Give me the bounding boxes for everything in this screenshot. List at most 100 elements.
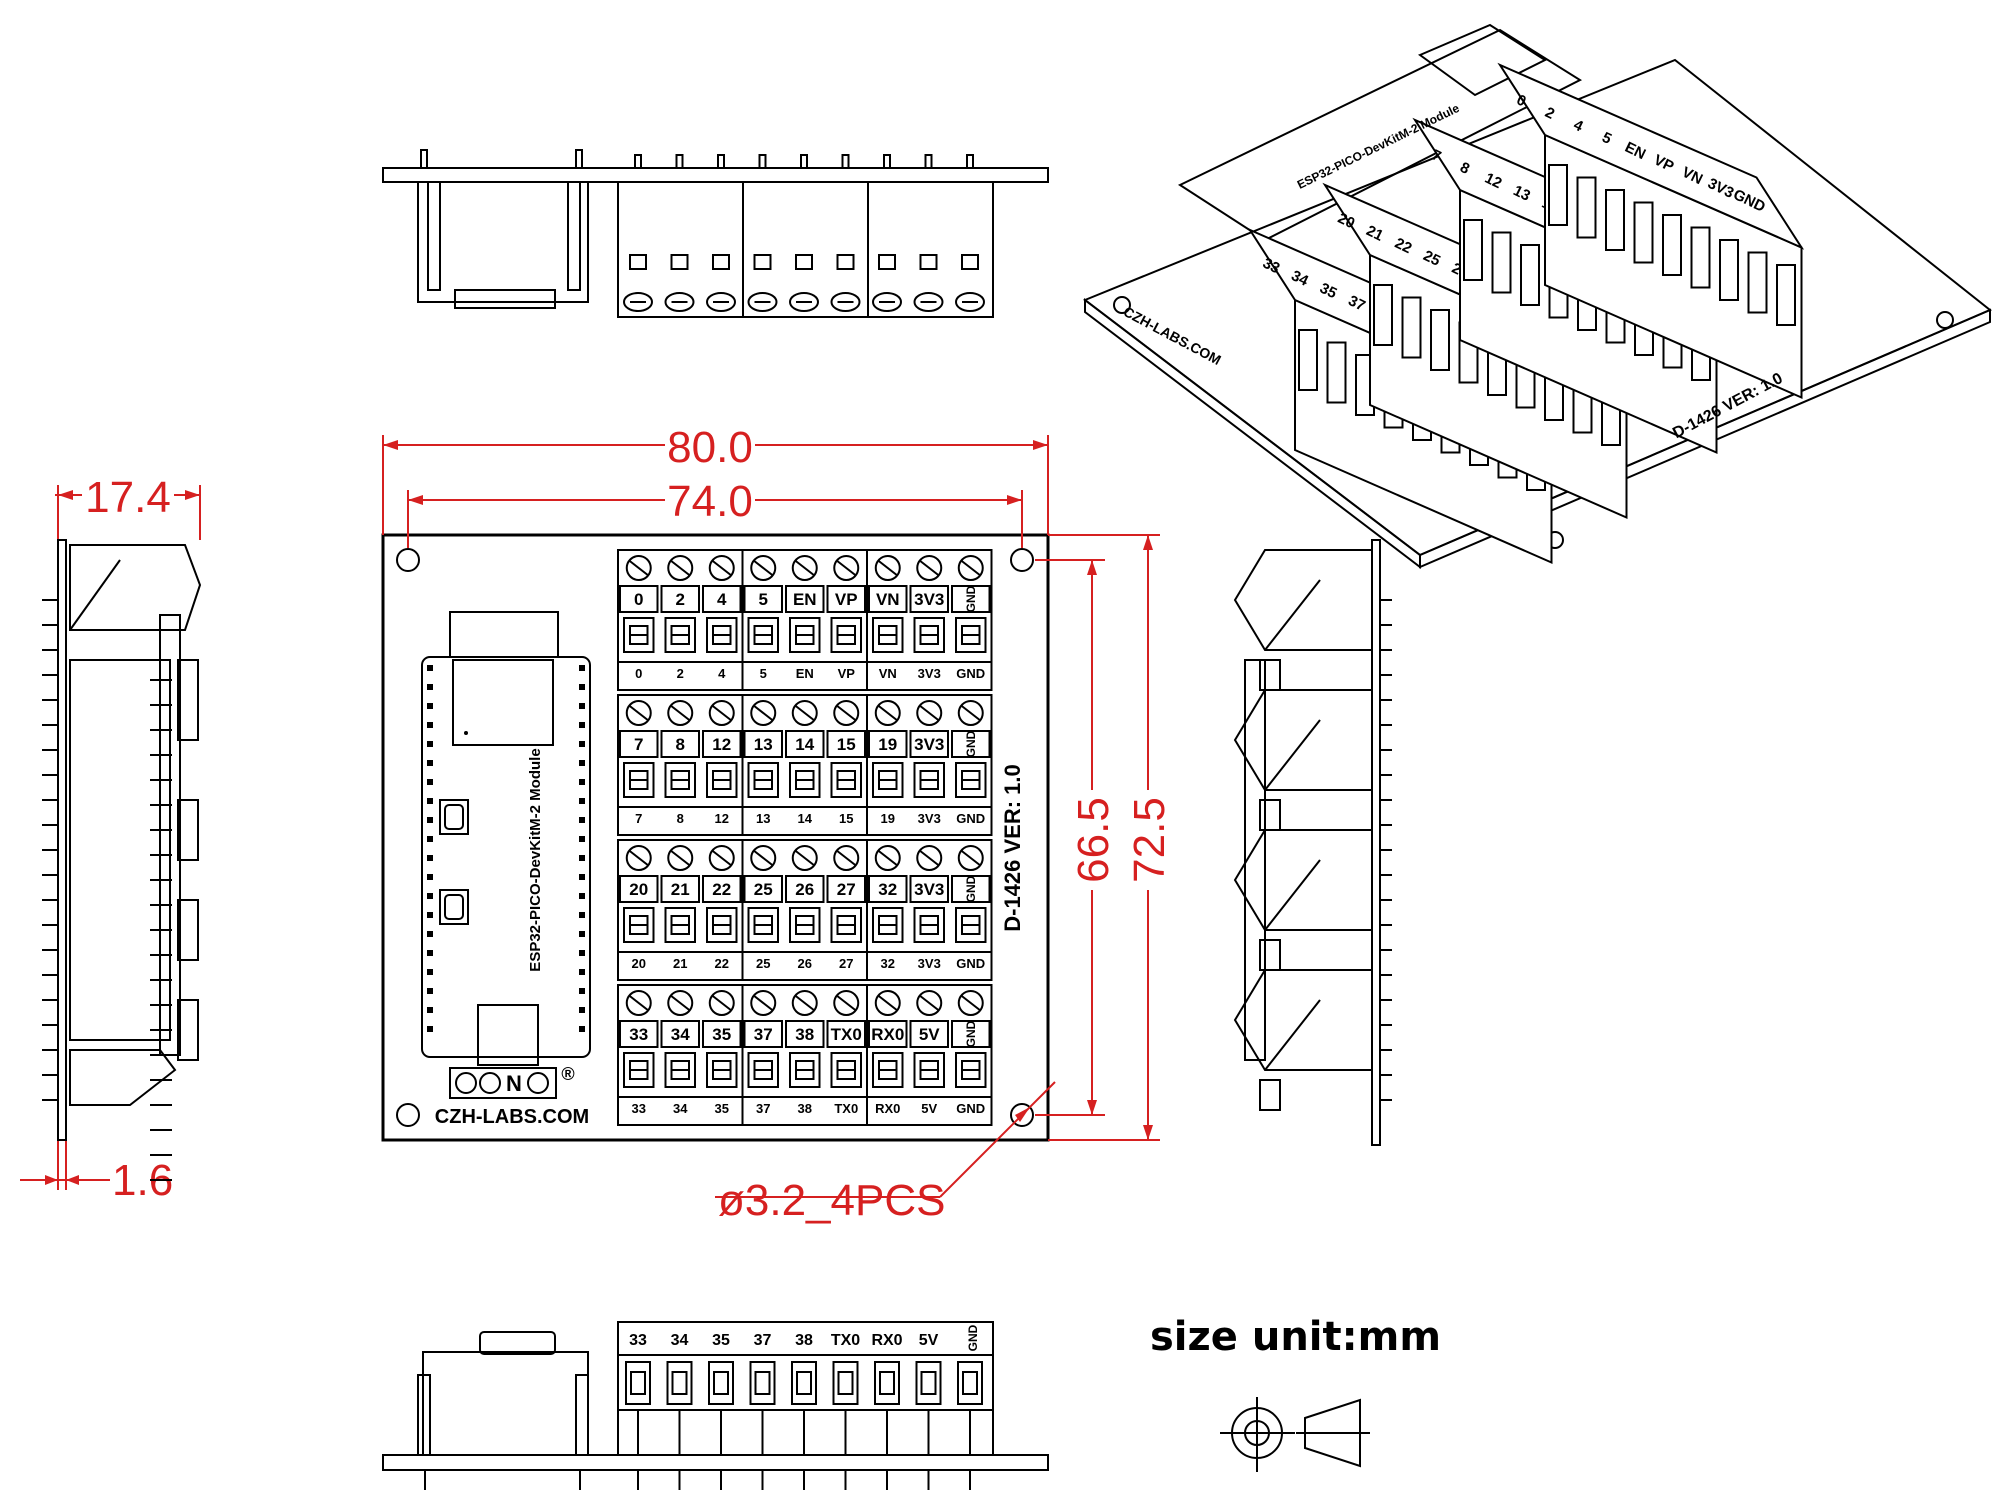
terminal-label-small: RX0 <box>875 1101 900 1116</box>
dim-width: 80.0 <box>667 423 753 472</box>
screw-terminal <box>916 700 943 726</box>
terminal-label: 35 <box>712 1025 731 1044</box>
screw-terminal <box>874 990 901 1016</box>
dim-hole-x: 74.0 <box>667 477 753 526</box>
terminal-label-small: 22 <box>715 956 729 971</box>
screw-terminal <box>874 555 901 581</box>
terminal-label: RX0 <box>871 1332 902 1349</box>
terminal-label: 14 <box>795 735 814 754</box>
dim-holes: ø3.2_4PCS <box>718 1176 945 1225</box>
terminal-label: 3V3 <box>914 880 944 899</box>
right-side-view <box>1233 539 1392 1146</box>
terminal-label-small: 3V3 <box>918 956 941 971</box>
terminal-label-small: 3V3 <box>918 811 941 826</box>
version-label: D-1426 VER: 1.0 <box>1000 764 1025 932</box>
terminal-label: 19 <box>878 735 897 754</box>
screw-terminal <box>708 845 735 871</box>
terminal-label-small: 20 <box>632 956 646 971</box>
screw-terminal <box>916 990 943 1016</box>
terminal-label: GND <box>964 730 978 757</box>
terminal-label: 4 <box>717 590 727 609</box>
screw-terminal <box>667 990 694 1016</box>
terminal-label: EN <box>793 590 817 609</box>
iso-terminal-label: 35 <box>1317 280 1339 303</box>
screw-terminal <box>625 990 652 1016</box>
terminal-label-small: 7 <box>635 811 642 826</box>
iso-terminal-label: 25 <box>1420 247 1442 270</box>
terminal-label: GND <box>964 1020 978 1047</box>
terminal-label: 0 <box>634 590 643 609</box>
terminal-label: RX0 <box>871 1025 904 1044</box>
iso-terminal-label: 37 <box>1345 292 1367 315</box>
terminal-label: 32 <box>878 880 897 899</box>
dimensions: 80.0 74.0 66.5 72.5 ø3.2_4PCS <box>20 423 1174 1225</box>
isometric-view: 3334353738TX0RX05VGND202122252627323V3GN… <box>1082 23 1992 570</box>
screw-terminal <box>708 990 735 1016</box>
projection-symbol <box>1220 1397 1370 1472</box>
iso-terminal-label: 13 <box>1510 182 1532 205</box>
mounting-hole-bl <box>396 1103 420 1127</box>
terminal-label: 27 <box>837 880 856 899</box>
terminal-label: 34 <box>671 1332 689 1349</box>
terminal-label: 33 <box>629 1025 648 1044</box>
terminal-label: 3V3 <box>914 735 944 754</box>
screw-terminal <box>667 845 694 871</box>
screw-terminal <box>833 555 860 581</box>
screw-terminal <box>750 555 777 581</box>
screw-terminal <box>957 845 984 871</box>
mounting-hole-br <box>1010 1103 1034 1127</box>
terminal-label-small: GND <box>956 1101 985 1116</box>
terminal-label: 13 <box>754 735 773 754</box>
terminal-label: GND <box>964 875 978 902</box>
screw-terminal <box>708 700 735 726</box>
boot-button <box>444 804 464 830</box>
terminal-grid: 00224455ENENVPVPVNVN3V33V3GNDGND77881212… <box>617 549 993 1126</box>
screw-terminal <box>791 700 818 726</box>
terminal-label-small: 37 <box>756 1101 770 1116</box>
terminal-label: 38 <box>795 1025 814 1044</box>
screw-terminal <box>957 555 984 581</box>
terminal-label: 33 <box>629 1332 647 1349</box>
screw-terminal <box>625 700 652 726</box>
terminal-label-small: 15 <box>839 811 853 826</box>
terminal-label-small: 34 <box>673 1101 688 1116</box>
terminal-label: GND <box>966 1324 980 1351</box>
dim-height: 17.4 <box>85 473 171 522</box>
logo: N ® <box>449 1064 575 1099</box>
screw-terminal <box>874 845 901 871</box>
terminal-label: 20 <box>629 880 648 899</box>
terminal-label-small: EN <box>796 666 814 681</box>
svg-text:N: N <box>506 1071 522 1096</box>
brand-label: CZH-LABS.COM <box>435 1106 589 1128</box>
screw-terminal <box>708 555 735 581</box>
iso-terminal-label: 34 <box>1288 267 1311 290</box>
terminal-label-small: GND <box>956 956 985 971</box>
terminal-label-small: 25 <box>756 956 770 971</box>
iso-terminal-label: 22 <box>1392 235 1414 258</box>
unit-note: size unit:mm <box>1150 1314 1441 1360</box>
esp32-module: ESP32-PICO-DevKitM-2 Module <box>421 611 591 1066</box>
screw-terminal <box>916 845 943 871</box>
terminal-label: 34 <box>671 1025 690 1044</box>
screw-terminal <box>957 990 984 1016</box>
terminal-label-small: 27 <box>839 956 853 971</box>
terminal-label-small: 8 <box>677 811 684 826</box>
iso-terminal-label: 12 <box>1482 170 1504 193</box>
terminal-label-small: 12 <box>715 811 729 826</box>
terminal-label: VN <box>876 590 900 609</box>
left-side-view <box>42 539 202 1181</box>
screw-terminal <box>833 700 860 726</box>
terminal-label: 7 <box>634 735 643 754</box>
iso-terminal-label: 21 <box>1363 222 1385 245</box>
iso-terminal-label: 33 <box>1260 255 1282 278</box>
dim-hole-y: 66.5 <box>1069 797 1118 883</box>
terminal-label: TX0 <box>831 1025 862 1044</box>
terminal-label: 5 <box>759 590 768 609</box>
screw-terminal <box>916 555 943 581</box>
terminal-label: 3V3 <box>914 590 944 609</box>
top-side-view <box>382 149 1049 318</box>
terminal-label-small: 0 <box>635 666 642 681</box>
terminal-label: 5V <box>919 1332 939 1349</box>
screw-terminal <box>750 845 777 871</box>
